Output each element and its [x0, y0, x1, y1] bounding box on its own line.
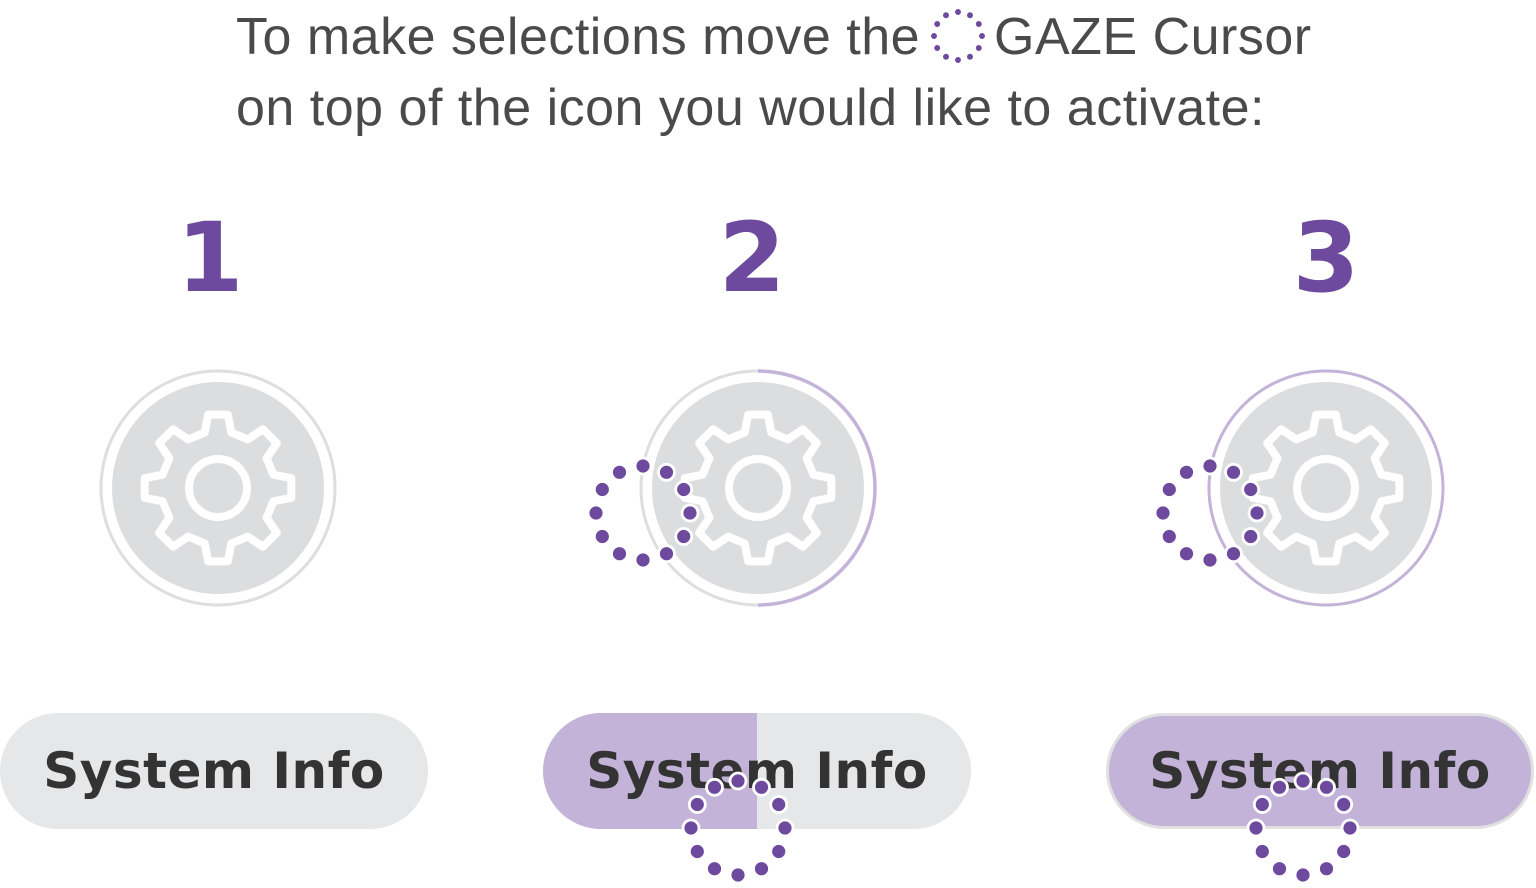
gaze-cursor-dot: [674, 480, 694, 499]
gaze-cursor-dot: [1252, 795, 1272, 814]
gaze-cursor-icon: [1153, 456, 1267, 570]
gaze-cursor-dot: [592, 480, 612, 499]
instruction-line-2: on top of the icon you would like to act…: [236, 79, 1265, 137]
settings-icon-button-3[interactable]: [1204, 366, 1448, 610]
gaze-cursor-dot: [610, 462, 629, 482]
gaze-cursor-dot: [941, 52, 951, 62]
dwell-progress-fill: [543, 713, 757, 829]
gaze-cursor-dot: [1334, 842, 1354, 861]
gaze-cursor-dot: [1340, 818, 1360, 838]
gaze-cursor-dot: [674, 527, 694, 546]
gaze-cursor-dot: [1247, 503, 1267, 523]
gaze-cursor-dot: [1241, 480, 1261, 499]
gaze-cursor-dot: [680, 503, 700, 523]
gaze-cursor-dot: [974, 43, 984, 53]
dwell-progress-fill: [1109, 716, 1531, 826]
gaze-cursor-dot: [1241, 527, 1261, 546]
system-info-label: System Info: [43, 742, 385, 800]
gaze-cursor-dot: [977, 31, 987, 41]
gaze-cursor-dot: [974, 19, 984, 29]
gaze-cursor-dot: [592, 527, 612, 546]
gaze-cursor-dot: [965, 52, 975, 62]
instruction-line-1: To make selections move the GAZE Cursor: [236, 2, 1436, 73]
gaze-cursor-dot: [728, 865, 748, 885]
gaze-cursor-dot: [929, 31, 939, 41]
gaze-cursor-dot: [1317, 777, 1336, 797]
gaze-cursor-dot: [1293, 865, 1313, 885]
gaze-cursor-dot: [941, 10, 951, 20]
step-number-3: 3: [1292, 202, 1360, 314]
gaze-cursor-dot: [769, 842, 789, 861]
gaze-cursor-dot: [1159, 480, 1179, 499]
gaze-cursor-dot: [1153, 503, 1173, 523]
gaze-cursor-dot: [657, 462, 676, 482]
gaze-cursor-dot: [728, 771, 748, 791]
gaze-cursor-dot: [953, 55, 963, 65]
gaze-cursor-dot: [1159, 527, 1179, 546]
gaze-cursor-dot: [1270, 777, 1289, 797]
gaze-cursor-dot: [752, 777, 771, 797]
dwell-progress-ring: [757, 369, 877, 607]
gear-icon: [99, 369, 337, 607]
instruction-text-after: GAZE Cursor: [994, 8, 1312, 66]
system-info-button-3[interactable]: System Info: [1106, 713, 1534, 829]
gaze-cursor-dot: [657, 544, 676, 564]
gaze-cursor-dot: [633, 456, 653, 476]
system-info-button-1[interactable]: System Info: [0, 713, 428, 829]
gaze-cursor-dot: [933, 19, 942, 29]
gaze-cursor-dot: [1200, 456, 1220, 476]
gaze-cursor-dot: [1246, 818, 1266, 838]
gear-icon: [1207, 369, 1445, 607]
gaze-cursor-dot: [752, 859, 771, 879]
gaze-cursor-dot: [1200, 550, 1220, 570]
gaze-cursor-dot: [687, 795, 707, 814]
gaze-cursor-dot: [775, 818, 795, 838]
settings-icon-button-1[interactable]: [96, 366, 340, 610]
gaze-cursor-icon: [928, 6, 988, 66]
gaze-cursor-dot: [769, 795, 789, 814]
gaze-cursor-dot: [1252, 842, 1272, 861]
gaze-cursor-dot: [1177, 544, 1196, 564]
gaze-cursor-dot: [953, 7, 963, 17]
gaze-cursor-dot: [1224, 462, 1243, 482]
instructions: To make selections move the GAZE Cursor o…: [236, 2, 1436, 144]
gaze-cursor-dot: [610, 544, 629, 564]
gaze-cursor-dot: [1293, 771, 1313, 791]
gaze-cursor-dot: [705, 777, 724, 797]
step-number-1: 1: [176, 202, 244, 314]
step-number-2: 2: [718, 202, 786, 314]
gaze-cursor-dot: [687, 842, 707, 861]
gaze-cursor-dot: [705, 859, 724, 879]
instruction-text-before: To make selections move the: [236, 8, 921, 66]
gaze-cursor-icon: [1246, 771, 1360, 885]
gaze-cursor-dot: [1224, 544, 1243, 564]
gaze-cursor-dot: [1177, 462, 1196, 482]
gaze-cursor-icon: [681, 771, 795, 885]
gaze-cursor-dot: [633, 550, 653, 570]
gaze-cursor-dot: [1334, 795, 1354, 814]
gear-icon: [639, 369, 877, 607]
gaze-cursor-dot: [1270, 859, 1289, 879]
system-info-button-2[interactable]: System Info: [543, 713, 971, 829]
gaze-cursor-dot: [933, 43, 942, 53]
gaze-cursor-dot: [965, 10, 975, 20]
gaze-cursor-dot: [586, 503, 606, 523]
gaze-cursor-dot: [681, 818, 701, 838]
gaze-cursor-icon: [586, 456, 700, 570]
gaze-cursor-dot: [1317, 859, 1336, 879]
settings-icon-button-2[interactable]: [636, 366, 880, 610]
